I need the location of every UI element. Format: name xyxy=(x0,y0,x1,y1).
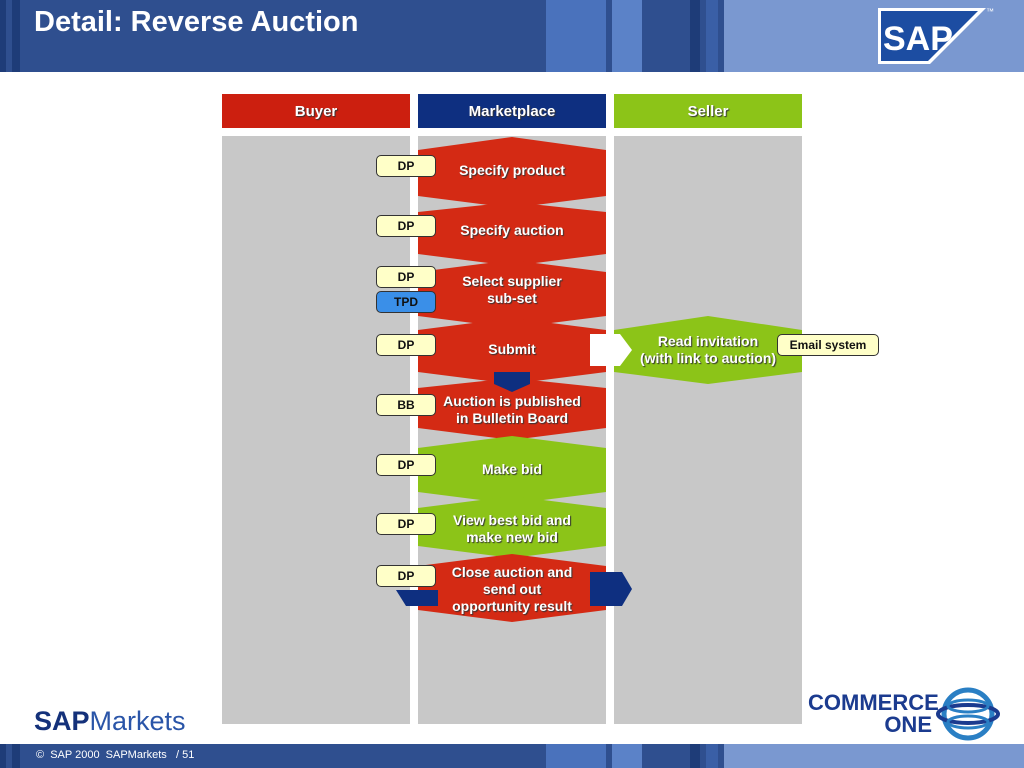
step-label: Close auction and send out opportunity r… xyxy=(451,564,573,614)
step-submit xyxy=(418,318,606,384)
result-to-seller-arrow xyxy=(590,572,632,606)
commerce-one-logo-text: COMMERCE ONE xyxy=(808,690,939,737)
page-title: Detail: Reverse Auction xyxy=(34,6,359,38)
step-read-invitation xyxy=(614,316,802,384)
step-tag: DP xyxy=(376,454,436,476)
submit-to-seller-arrow xyxy=(590,334,632,366)
step-make-bid xyxy=(418,436,606,504)
lane-seller xyxy=(614,136,802,724)
step-label: Specify product xyxy=(459,162,565,178)
seller-step-label: Read invitation (with link to auction) xyxy=(639,333,777,366)
step-close-auction xyxy=(418,554,606,622)
step-label: Specify auction xyxy=(460,222,564,238)
sapmarkets-logo-light: Markets xyxy=(89,706,186,736)
commerce-one-line1: COMMERCE xyxy=(808,690,939,715)
step-label: Make bid xyxy=(482,461,542,477)
step-label: View best bid and make new bid xyxy=(453,512,571,545)
step-label: Select supplier sub-set xyxy=(462,273,562,306)
step-tag: DP xyxy=(376,513,436,535)
footer-bar: © SAP 2000 SAPMarkets / 51 xyxy=(0,744,1024,768)
footer-copyright: © SAP 2000 SAPMarkets / 51 xyxy=(36,749,195,761)
step-tag: BB xyxy=(376,394,436,416)
header-banner: Detail: Reverse Auction SAP ™ xyxy=(0,0,1024,72)
email-system-tag: Email system xyxy=(777,334,879,356)
step-tag: DP xyxy=(376,215,436,237)
sap-logo: SAP xyxy=(878,8,986,64)
step-label: Auction is published in Bulletin Board xyxy=(443,393,581,426)
step-tag: DP xyxy=(376,266,436,288)
lane-header-seller: Seller xyxy=(614,94,802,128)
step-tag: DP xyxy=(376,565,436,587)
step-specify-product xyxy=(418,137,606,208)
svg-text:SAP: SAP xyxy=(883,20,953,58)
lane-header-buyer: Buyer xyxy=(222,94,410,128)
sapmarkets-logo-strong: SAP xyxy=(34,706,90,736)
step-tag: TPD xyxy=(376,291,436,313)
step-auction-published xyxy=(418,378,606,440)
step-tag: DP xyxy=(376,155,436,177)
step-specify-auction xyxy=(418,202,606,266)
result-to-buyer-arrow xyxy=(396,590,438,606)
lane-header-marketplace: Marketplace xyxy=(418,94,606,128)
commerce-one-globe-icon xyxy=(936,687,1000,741)
step-select-supplier xyxy=(418,260,606,328)
sapmarkets-logo: SAPMarkets xyxy=(34,706,186,737)
step-view-best-bid xyxy=(418,496,606,558)
submit-to-board-arrow xyxy=(494,372,530,392)
step-label: Submit xyxy=(488,341,536,357)
commerce-one-line2: ONE xyxy=(884,712,932,737)
step-tag: DP xyxy=(376,334,436,356)
trademark-mark: ™ xyxy=(986,7,994,16)
